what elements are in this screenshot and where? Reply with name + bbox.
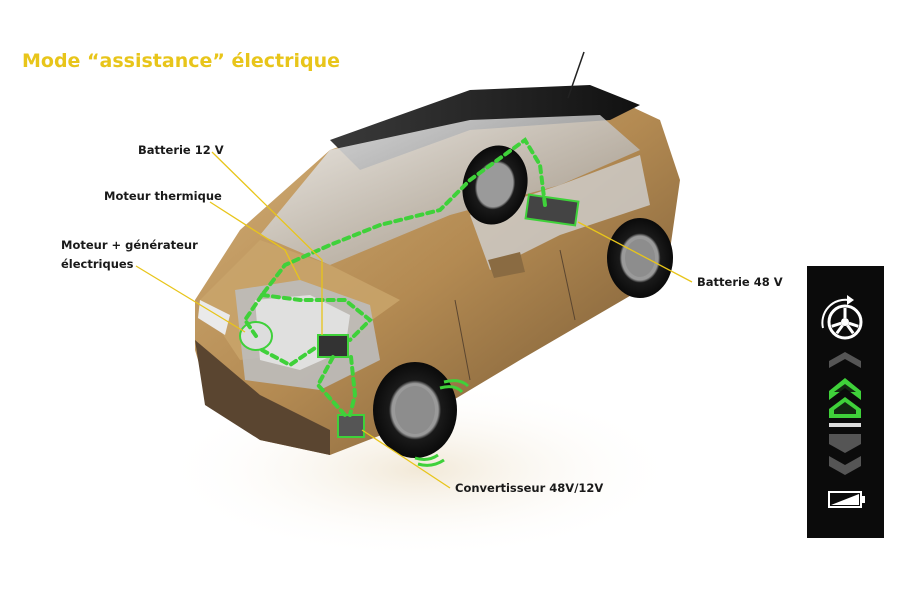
rear-wheel [607, 218, 673, 298]
motor-generator-label-line2: électriques [61, 257, 134, 271]
battery-48v-label: Batterie 48 V [697, 275, 783, 289]
wheel-rotation-icon [821, 295, 863, 340]
battery-12v-label: Batterie 12 V [138, 143, 224, 157]
chevron-up-icon [829, 378, 861, 418]
chevron-down-icon [829, 434, 861, 453]
chevron-up-icon [829, 352, 861, 368]
mode-indicator-panel [807, 266, 884, 538]
battery-48v-component [524, 193, 580, 227]
wheel-torque-arcs [414, 379, 470, 467]
leader-lines [135, 151, 693, 489]
battery-12v-component [317, 334, 349, 358]
energy-flow [242, 137, 547, 417]
thermal-engine-label: Moteur thermique [104, 189, 222, 203]
spare-wheel [462, 145, 528, 225]
page-title: Mode “assistance” électrique [22, 50, 341, 72]
converter-label: Convertisseur 48V/12V [455, 481, 604, 495]
neutral-bar [829, 423, 861, 427]
battery-icon [828, 491, 865, 508]
front-wheel [373, 362, 457, 458]
chevron-down-icon [829, 456, 861, 475]
converter-component [337, 414, 365, 438]
motor-generator-label-line1: Moteur + générateur [61, 238, 198, 252]
